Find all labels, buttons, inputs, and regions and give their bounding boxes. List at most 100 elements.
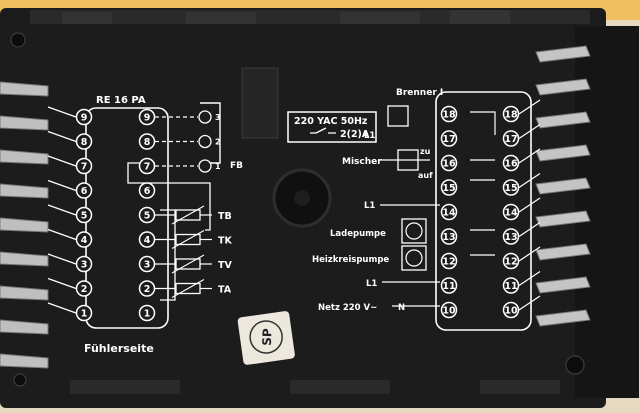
inner-right-terminal-13 bbox=[440, 228, 458, 245]
right-terminal-label: 18 bbox=[504, 110, 518, 121]
fb-pin-3 bbox=[198, 110, 212, 124]
inner-right-terminal-17 bbox=[440, 130, 458, 147]
right-connector-pins bbox=[535, 45, 591, 327]
pin-wire bbox=[518, 197, 541, 213]
connector-pin bbox=[535, 45, 591, 63]
inner-left-terminal-3 bbox=[138, 255, 156, 273]
inner-right-terminal-label: 16 bbox=[442, 159, 456, 170]
left-terminal-label: 8 bbox=[81, 137, 88, 148]
inner-left-terminal-6 bbox=[138, 182, 156, 199]
pin-wire bbox=[47, 228, 77, 241]
right-terminal-14 bbox=[502, 203, 520, 221]
inner-right-terminal-16 bbox=[440, 154, 458, 172]
pin-wire bbox=[47, 204, 77, 216]
inner-right-terminal-label: 11 bbox=[442, 281, 455, 292]
right-terminal-16 bbox=[502, 154, 520, 172]
supply-label: 220 YAC 50Hz bbox=[294, 116, 368, 127]
mixer-symbol bbox=[397, 149, 419, 171]
left-terminal-3 bbox=[75, 255, 93, 273]
pin-wire bbox=[518, 173, 541, 188]
left-terminal-7 bbox=[75, 157, 93, 175]
left-terminal-8 bbox=[75, 133, 93, 150]
pin-wire bbox=[518, 295, 541, 311]
mounting-hole bbox=[565, 355, 585, 375]
l1-label-top: L1 bbox=[364, 131, 375, 141]
right-terminal-11 bbox=[502, 277, 520, 294]
zu-label: zu bbox=[420, 147, 431, 156]
connector-pin bbox=[535, 78, 591, 96]
pin-wire bbox=[518, 246, 541, 262]
fb-pin-2 bbox=[198, 134, 212, 149]
left-terminal-label: 2 bbox=[81, 284, 88, 295]
n-label: N bbox=[398, 303, 405, 313]
inner-right-terminal-label: 12 bbox=[442, 257, 455, 268]
inner-left-terminal-8 bbox=[138, 133, 156, 150]
inner-left-terminal-label: 4 bbox=[144, 235, 151, 246]
pin-wire bbox=[47, 106, 77, 118]
heizkreispumpe-label: Heizkreispumpe bbox=[312, 255, 389, 265]
inner-left-terminal-label: 9 bbox=[144, 113, 151, 124]
sticker: SP bbox=[237, 311, 295, 365]
right-terminal-12 bbox=[502, 252, 520, 270]
right-terminal-label: 17 bbox=[504, 134, 517, 145]
connector-pin bbox=[535, 309, 591, 327]
supply-box bbox=[287, 111, 377, 143]
right-terminal-18 bbox=[502, 105, 520, 123]
connector-pin bbox=[0, 251, 49, 267]
right-terminal-label: 16 bbox=[504, 159, 518, 170]
sensor-label: TA bbox=[218, 285, 232, 296]
pin-wire bbox=[47, 277, 77, 290]
connector-pin bbox=[535, 177, 591, 195]
left-terminal-6 bbox=[75, 182, 93, 199]
sticker-label: SP bbox=[260, 328, 275, 346]
left-terminal-label: 3 bbox=[81, 260, 88, 271]
model-label: RE 16 PA bbox=[96, 95, 146, 106]
left-connector-pins bbox=[0, 81, 49, 369]
inner-right-terminal-10 bbox=[440, 301, 458, 319]
inner-right-terminal-15 bbox=[440, 179, 458, 196]
inner-right-terminal-label: 14 bbox=[442, 208, 456, 219]
netz-label: Netz 220 V~ bbox=[318, 303, 377, 313]
left-terminal-9 bbox=[75, 108, 93, 126]
inner-left-terminal-1 bbox=[138, 304, 156, 322]
sensor-label: TB bbox=[218, 211, 232, 222]
inner-right-terminal-label: 18 bbox=[442, 110, 456, 121]
fb-pin-label: 2 bbox=[215, 138, 221, 147]
pin-wire bbox=[518, 222, 541, 237]
mounting-hole bbox=[13, 373, 27, 387]
sensor-label: TK bbox=[218, 236, 232, 247]
inner-left-terminal-9 bbox=[138, 108, 156, 126]
fb-pin-1 bbox=[198, 159, 212, 173]
pin-wire bbox=[47, 179, 77, 192]
charge-pump-symbol bbox=[401, 218, 427, 244]
pin-wire bbox=[47, 155, 77, 167]
pin-wire bbox=[47, 130, 77, 143]
l1-label-mid: L1 bbox=[364, 201, 375, 211]
connector-pin bbox=[535, 243, 591, 261]
burner-symbol bbox=[387, 105, 409, 127]
inner-left-terminal-2 bbox=[138, 280, 156, 297]
sensor-label: TV bbox=[218, 260, 232, 271]
inner-left-terminal-label: 2 bbox=[144, 284, 151, 295]
rating-label: 2(2)A bbox=[340, 129, 370, 140]
sensor-side-label: Fühlerseite bbox=[84, 342, 154, 355]
left-terminal-label: 6 bbox=[81, 186, 88, 197]
pin-wire bbox=[518, 148, 541, 164]
right-terminal-label: 11 bbox=[504, 281, 517, 292]
connector-pin bbox=[0, 319, 49, 335]
heating-pump-symbol bbox=[401, 245, 427, 271]
pin-wire bbox=[518, 271, 541, 286]
inner-right-terminal-11 bbox=[440, 277, 458, 294]
fb-terminal-strip: 321 bbox=[155, 110, 221, 173]
inner-left-terminal-label: 7 bbox=[144, 162, 151, 173]
connector-pin bbox=[0, 81, 49, 97]
connector-pin bbox=[0, 115, 49, 131]
connector-pin bbox=[0, 353, 49, 369]
mischer-label: Mischer bbox=[342, 157, 382, 167]
pin-wire bbox=[518, 99, 541, 115]
left-terminal-label: 7 bbox=[81, 162, 88, 173]
